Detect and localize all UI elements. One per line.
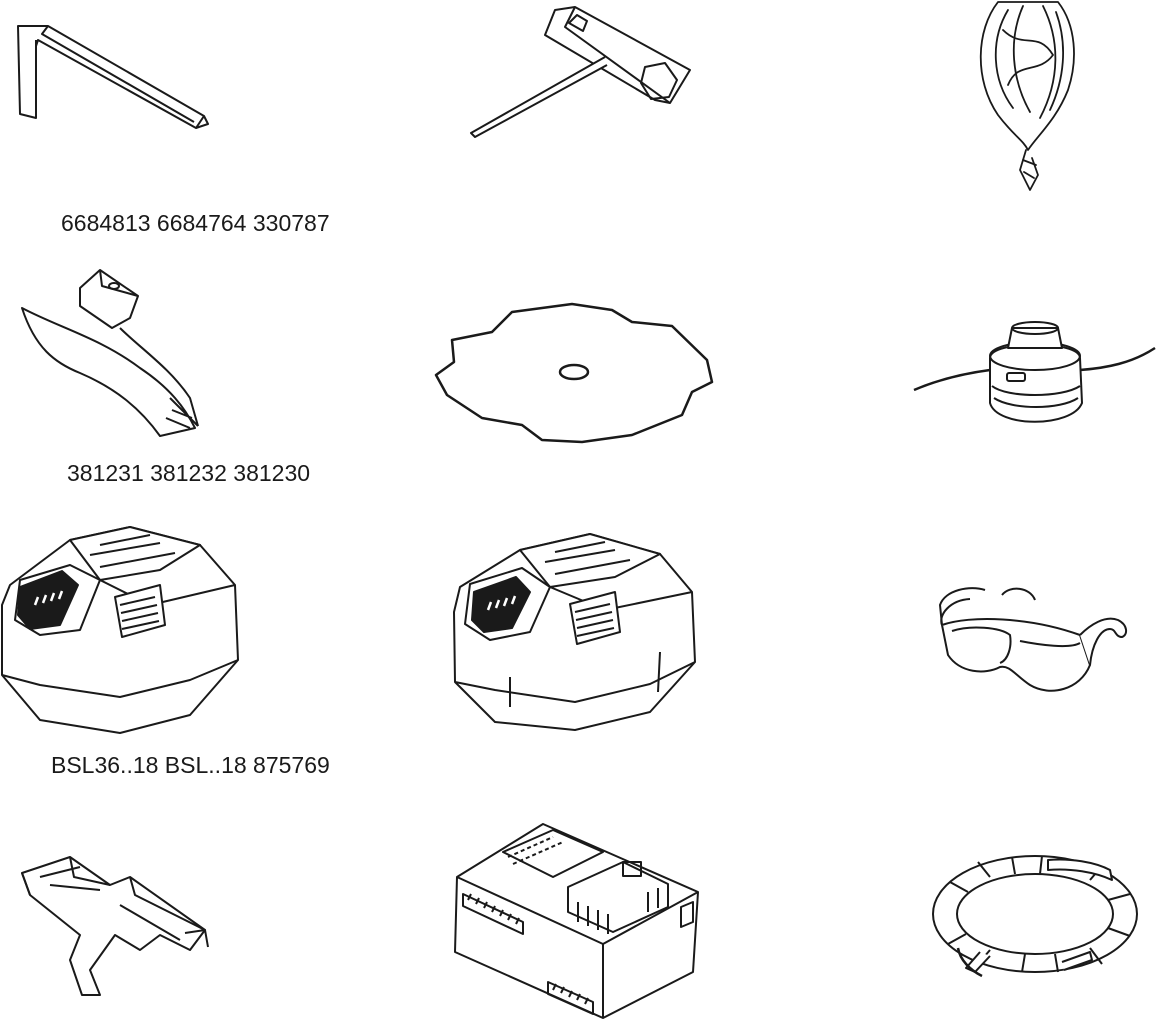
battery-pack-large-icon [0,525,240,735]
part-numbers-row-1: 6684813 6684764 330787 [61,210,330,236]
coiled-trimmer-line-icon [930,852,1140,980]
cutting-blade-icon [432,300,717,445]
trimmer-head-icon [912,318,1157,433]
battery-pack-icon [450,532,698,732]
shoulder-strap-icon [968,0,1088,195]
hex-key-icon [8,18,213,133]
battery-charger-icon [453,822,703,1020]
part-numbers-row-2: 381231 381232 381230 [67,460,311,486]
spark-plug-wrench-icon [465,5,700,140]
safety-glasses-icon [940,585,1130,700]
blade-guard-icon [20,268,210,438]
part-numbers-row-3: BSL36..18 BSL..18 875769 [51,752,330,778]
guard-extension-icon [20,855,210,1005]
